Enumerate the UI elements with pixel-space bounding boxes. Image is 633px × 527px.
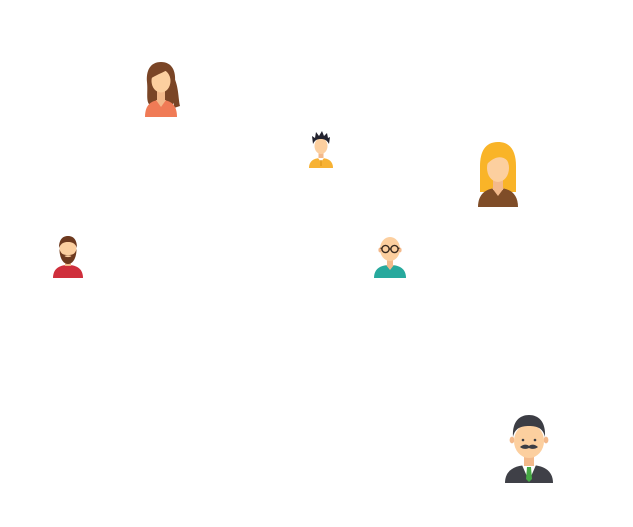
woman-blonde-hair-avatar-icon	[475, 140, 521, 207]
man-glasses-avatar-icon	[372, 234, 408, 278]
man-spiky-hair-avatar-icon	[307, 130, 335, 168]
man-beard-avatar-icon	[52, 234, 84, 278]
woman-brown-hair-avatar-icon	[141, 60, 181, 117]
man-mustache-suit-avatar-icon	[503, 413, 555, 483]
